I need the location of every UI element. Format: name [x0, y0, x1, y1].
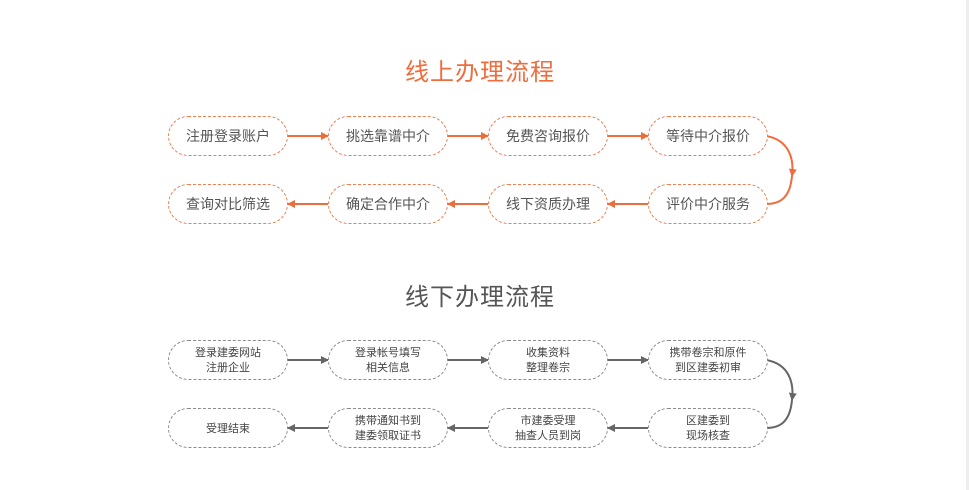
- online-step-2: 挑选靠谱中介: [328, 116, 448, 156]
- offline-connector-tail: [765, 399, 793, 429]
- offline-step-3: 收集资料 整理卷宗: [488, 340, 608, 380]
- online-step-7: 确定合作中介: [328, 184, 448, 224]
- offline-step-5: 区建委到 现场核查: [648, 408, 768, 448]
- offline-process-title: 线下办理流程: [405, 283, 555, 311]
- page-edge: [966, 0, 969, 490]
- offline-arrow-4: [765, 359, 797, 401]
- online-arrow-4: [765, 135, 797, 177]
- offline-step-2: 登录帐号填写 相关信息: [328, 340, 448, 380]
- offline-step-4: 携带卷宗和原件 到区建委初审: [648, 340, 768, 380]
- offline-step-8: 受理结束: [168, 408, 288, 448]
- online-step-3: 免费咨询报价: [488, 116, 608, 156]
- offline-arrows: [287, 356, 797, 432]
- online-process-title: 线上办理流程: [405, 58, 555, 86]
- online-step-5: 评价中介服务: [648, 184, 768, 224]
- offline-step-1: 登录建委网站 注册企业: [168, 340, 288, 380]
- online-step-4: 等待中介报价: [648, 116, 768, 156]
- offline-step-7: 携带通知书到 建委领取证书: [328, 408, 448, 448]
- online-connector-tail: [765, 175, 793, 205]
- online-step-8: 查询对比筛选: [168, 184, 288, 224]
- offline-step-6: 市建委受理 抽查人员到岗: [488, 408, 608, 448]
- online-step-6: 线下资质办理: [488, 184, 608, 224]
- online-step-1: 注册登录账户: [168, 116, 288, 156]
- online-arrows: [287, 132, 797, 208]
